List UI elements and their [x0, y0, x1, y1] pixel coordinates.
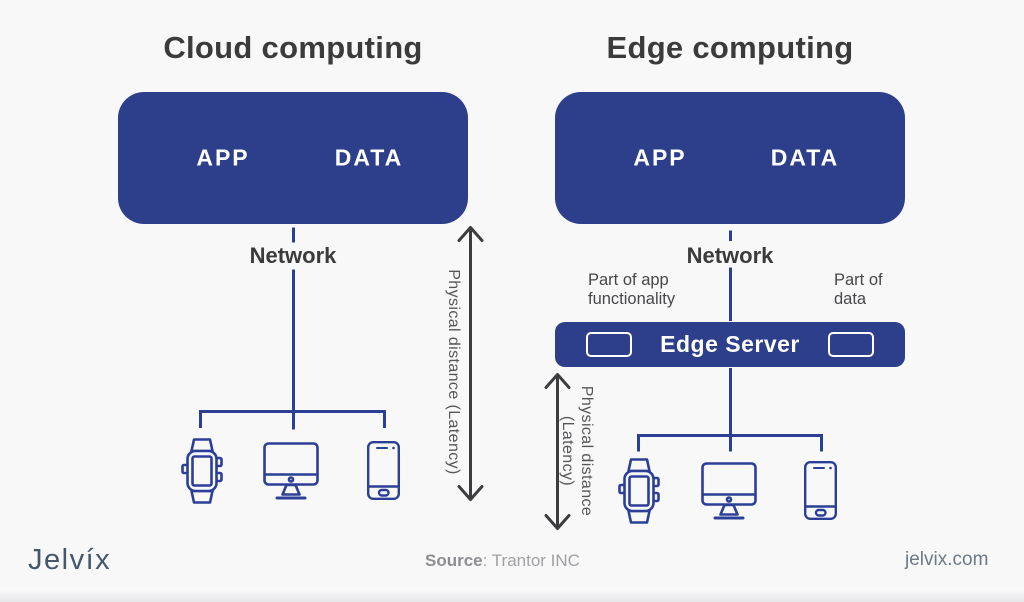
edge-server-bar: Edge Server	[555, 322, 905, 367]
edge-latency-label: Physical distance (Latency)	[558, 376, 596, 526]
source-value: : Trantor INC	[482, 551, 580, 570]
cloud-title: Cloud computing	[163, 30, 423, 65]
part-of-data-label: Part of data	[834, 271, 883, 309]
edge-data-label: DATA	[770, 144, 840, 171]
website-link: jelvix.com	[905, 549, 989, 570]
cloud-latency-label: Physical distance (Latency)	[445, 269, 462, 475]
desktop-computer-icon	[263, 442, 319, 500]
part-of-app-label: Part of app functionality	[588, 271, 675, 309]
part-of-data-line2: data	[834, 290, 867, 308]
smartwatch-icon	[181, 438, 223, 504]
part-of-app-line2: functionality	[588, 290, 676, 308]
edge-latency-line1: Physical distance	[578, 385, 595, 517]
latency-arrow-edge	[544, 373, 571, 530]
cloud-data-label: DATA	[334, 144, 404, 171]
desktop-computer-icon	[701, 462, 757, 520]
source-caption: Source: Trantor INC	[425, 551, 580, 571]
jelvix-logo: Jelvíx	[28, 544, 112, 576]
edge-app-label: APP	[633, 144, 687, 171]
edge-title: Edge computing	[606, 30, 854, 65]
part-of-data-line1: Part of	[834, 271, 883, 289]
edge-latency-line2: (Latency)	[559, 415, 576, 487]
source-label: Source	[425, 551, 483, 570]
edge-app-data-box: APP DATA	[555, 92, 905, 224]
bottom-edge-shadow	[0, 589, 1024, 602]
cloud-network-lines	[199, 227, 386, 430]
edge-network-lines	[637, 230, 823, 452]
smartphone-icon	[804, 461, 837, 520]
smartwatch-icon	[618, 458, 660, 524]
edge-server-chip-left	[586, 332, 632, 357]
edge-server-label: Edge Server	[660, 331, 800, 357]
edge-network-label: Network	[686, 243, 774, 268]
smartphone-icon	[367, 441, 400, 500]
cloud-network-label: Network	[249, 243, 337, 268]
edge-server-chip-right	[828, 332, 874, 357]
cloud-app-data-box: APP DATA	[118, 92, 468, 224]
part-of-app-line1: Part of app	[588, 271, 669, 289]
cloud-app-label: APP	[196, 144, 250, 171]
latency-arrow-cloud	[457, 226, 484, 501]
